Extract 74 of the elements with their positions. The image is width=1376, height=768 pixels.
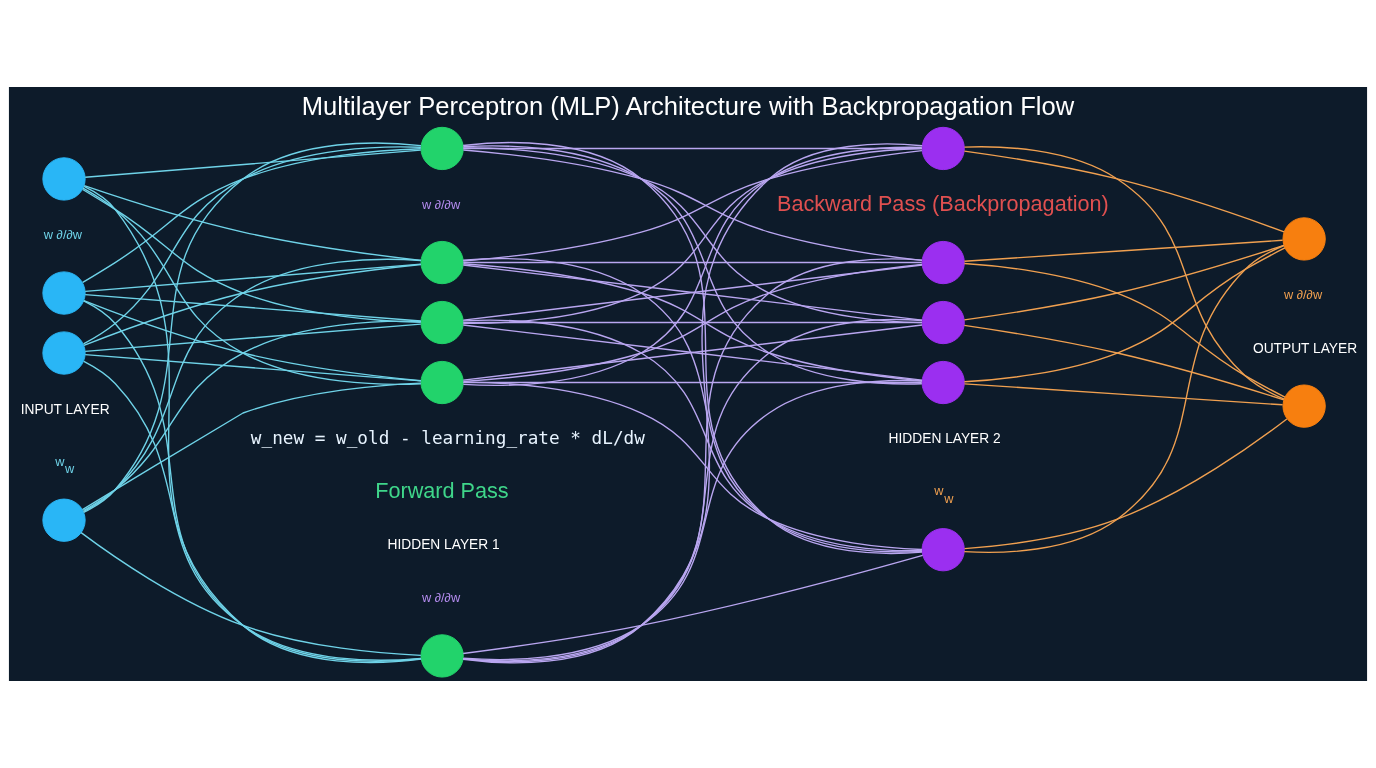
- connector: [462, 381, 923, 551]
- node-circle: [921, 300, 965, 345]
- connector: [83, 360, 422, 661]
- connector: [462, 324, 923, 381]
- node-circle: [42, 331, 86, 375]
- connector: [963, 262, 1286, 398]
- connector: [83, 184, 422, 262]
- connector: [84, 353, 422, 382]
- connector: [462, 379, 923, 661]
- label: Forward Pass: [375, 478, 509, 504]
- connector: [82, 258, 422, 513]
- label: HIDDEN LAYER 1: [387, 537, 500, 553]
- connector: [963, 244, 1285, 554]
- connector: [84, 263, 422, 293]
- label: w ∂/∂w: [421, 590, 461, 606]
- connector: [462, 381, 923, 384]
- connector: [963, 383, 1284, 406]
- node-circle: [420, 126, 464, 171]
- connector: [462, 554, 924, 655]
- label: w ∂/∂w: [1283, 287, 1323, 303]
- node-circle: [42, 271, 86, 315]
- connector: [83, 142, 422, 514]
- node-circle: [921, 360, 965, 405]
- connector: [462, 261, 923, 264]
- connector: [963, 146, 1285, 400]
- node-circle: [921, 126, 965, 171]
- label: Backward Pass (Backpropagation): [777, 191, 1109, 217]
- node-circle: [921, 528, 965, 572]
- diagram-title: Multilayer Perceptron (MLP) Architecture with Backpropagation Flow: [301, 92, 1075, 121]
- connector: [462, 149, 923, 262]
- label: w_new = w_old - learning_rate * dL/dw: [250, 427, 645, 448]
- node-circle: [42, 157, 86, 201]
- connector: [84, 293, 422, 322]
- connector: [963, 150, 1285, 233]
- connector: [84, 323, 422, 353]
- connector: [462, 141, 923, 555]
- connector: [82, 320, 422, 512]
- connector: [462, 264, 923, 321]
- label: INPUT LAYER: [20, 401, 110, 417]
- connector: [82, 146, 422, 345]
- node-circle: [420, 300, 464, 345]
- connector: [462, 319, 923, 552]
- connector: [82, 187, 422, 386]
- connector: [963, 247, 1286, 383]
- node-circle: [42, 498, 86, 542]
- node-circle: [1282, 384, 1326, 428]
- connector: [82, 188, 422, 324]
- connector: [462, 257, 923, 553]
- label: w ∂/∂w: [421, 196, 461, 212]
- connector: [82, 148, 422, 284]
- connector: [83, 263, 422, 347]
- connector: [83, 300, 422, 662]
- connector: [83, 185, 422, 664]
- label: HIDDEN LAYER 2: [888, 431, 1001, 447]
- node-circle: [420, 240, 464, 285]
- node-circle: [921, 240, 965, 285]
- node-circle: [1282, 217, 1326, 261]
- connector: [462, 147, 923, 324]
- connector: [963, 239, 1284, 262]
- connector: [81, 382, 422, 511]
- connector: [84, 149, 422, 178]
- connector: [462, 147, 923, 150]
- connector: [963, 418, 1288, 550]
- connector: [462, 258, 923, 663]
- label: OUTPUT LAYER: [1252, 340, 1358, 356]
- label: w ∂/∂w: [43, 227, 82, 243]
- node-circle: [420, 360, 464, 405]
- connector: [83, 299, 422, 382]
- connector: [462, 318, 923, 662]
- connector: [80, 531, 422, 656]
- connector: [462, 143, 923, 664]
- node-circle: [420, 634, 464, 678]
- connector: [963, 244, 1285, 321]
- connector: [963, 324, 1285, 401]
